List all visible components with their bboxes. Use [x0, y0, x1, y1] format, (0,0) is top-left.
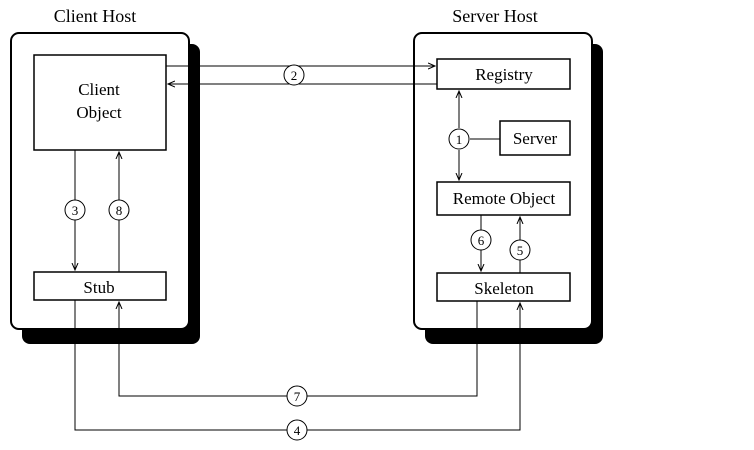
- skeleton-box: Skeleton: [436, 272, 571, 302]
- step-circle-6: 6: [470, 229, 492, 251]
- client-object-label-line2: Object: [76, 103, 122, 122]
- svg-text:7: 7: [294, 389, 301, 404]
- step-circle-2: 2: [283, 64, 305, 86]
- client-host-title: Client Host: [54, 6, 137, 26]
- stub-label: Stub: [83, 278, 114, 297]
- stub-box: Stub: [33, 271, 167, 301]
- client-object-label-line1: Client: [78, 80, 120, 99]
- server-label: Server: [513, 129, 558, 148]
- step-circle-4: 4: [286, 419, 308, 441]
- remote-object-box: Remote Object: [436, 181, 571, 216]
- svg-text:1: 1: [456, 132, 463, 147]
- step-circle-5: 5: [509, 239, 531, 261]
- svg-text:8: 8: [116, 203, 123, 218]
- client-object-box: Client Object: [33, 54, 167, 151]
- remote-object-label: Remote Object: [453, 189, 556, 208]
- skeleton-label: Skeleton: [474, 279, 534, 298]
- svg-text:3: 3: [72, 203, 79, 218]
- svg-text:4: 4: [294, 423, 301, 438]
- step-circle-7: 7: [286, 385, 308, 407]
- step-circle-3: 3: [64, 199, 86, 221]
- registry-box: Registry: [436, 58, 571, 90]
- svg-text:2: 2: [291, 68, 298, 83]
- server-box: Server: [499, 120, 571, 156]
- svg-text:5: 5: [517, 243, 524, 258]
- step-circle-8: 8: [108, 199, 130, 221]
- step-circle-1: 1: [448, 128, 470, 150]
- server-host-title: Server Host: [452, 6, 537, 26]
- svg-text:6: 6: [478, 233, 485, 248]
- registry-label: Registry: [475, 65, 533, 84]
